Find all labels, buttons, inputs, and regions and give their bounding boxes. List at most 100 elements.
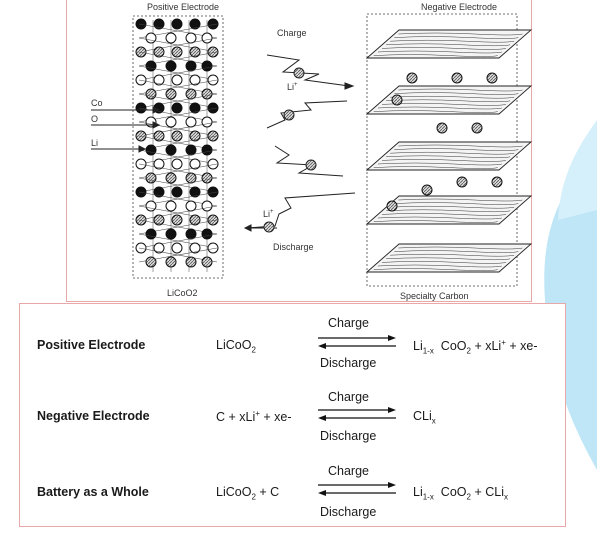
oxygen-atom bbox=[135, 242, 147, 254]
oxygen-atom bbox=[153, 74, 165, 86]
row-label-battery: Battery as a Whole bbox=[37, 485, 149, 499]
lithium-atom bbox=[135, 214, 147, 226]
oxygen-atom bbox=[171, 158, 183, 170]
lithium-atom bbox=[201, 88, 213, 100]
lithium-atom bbox=[145, 88, 157, 100]
lithium-atom bbox=[189, 214, 201, 226]
cobalt-atom bbox=[207, 186, 219, 198]
oxygen-atom bbox=[135, 158, 147, 170]
discharge-text-battery: Discharge bbox=[320, 505, 377, 519]
negative-electrode-title: Negative Electrode bbox=[421, 2, 498, 12]
cobalt-atom bbox=[135, 102, 147, 114]
cobalt-atom bbox=[201, 228, 213, 240]
oxygen-atom bbox=[201, 32, 213, 44]
equilibrium-arrows-negative bbox=[318, 407, 396, 421]
lithium-atom bbox=[135, 130, 147, 142]
oxygen-atom bbox=[165, 32, 177, 44]
specialty-carbon-label: Specialty Carbon bbox=[400, 291, 469, 301]
lithium-atom bbox=[207, 46, 219, 58]
cobalt-atom bbox=[153, 18, 165, 30]
oxygen-atom bbox=[185, 200, 197, 212]
lithium-atom bbox=[135, 46, 147, 58]
charge-text-positive: Charge bbox=[328, 316, 369, 330]
reaction-equations-panel: Positive Electrode LiCoO2 Charge Dischar… bbox=[19, 303, 566, 527]
intercalated-li-ion bbox=[386, 200, 398, 212]
cobalt-atom bbox=[153, 186, 165, 198]
lithium-atom bbox=[207, 130, 219, 142]
charge-text-battery: Charge bbox=[328, 464, 369, 478]
lithium-atom bbox=[201, 172, 213, 184]
oxygen-atom bbox=[185, 32, 197, 44]
cobalt-atom bbox=[171, 102, 183, 114]
cobalt-atom bbox=[171, 186, 183, 198]
lithium-atom bbox=[165, 88, 177, 100]
eq-right-battery: Li1-x CoO2 + CLix bbox=[413, 485, 508, 502]
lithium-atom bbox=[185, 256, 197, 268]
lithium-atom bbox=[185, 172, 197, 184]
lithium-atom bbox=[145, 256, 157, 268]
lithium-atom bbox=[165, 172, 177, 184]
intercalated-li-ion bbox=[436, 122, 448, 134]
eq-right-positive: Li1-x CoO2 + xLi+ + xe- bbox=[413, 338, 538, 356]
lithium-atom bbox=[153, 46, 165, 58]
oxygen-atom bbox=[207, 158, 219, 170]
lithium-atom bbox=[189, 130, 201, 142]
oxygen-atom bbox=[145, 32, 157, 44]
cobalt-atom bbox=[165, 60, 177, 72]
equilibrium-arrows-battery bbox=[318, 482, 396, 496]
cobalt-atom bbox=[185, 228, 197, 240]
intercalated-li-ion bbox=[486, 72, 498, 84]
battery-diagram-panel: Positive Electrode Negative Electrode Ch… bbox=[66, 0, 533, 302]
discharge-text-negative: Discharge bbox=[320, 429, 377, 443]
oxygen-atom bbox=[185, 116, 197, 128]
cobalt-atom bbox=[201, 144, 213, 156]
cobalt-atom bbox=[135, 18, 147, 30]
positive-electrode-title: Positive Electrode bbox=[147, 2, 220, 12]
licoo2-label: LiCoO2 bbox=[167, 288, 198, 298]
intercalated-li-ion bbox=[391, 94, 403, 106]
cobalt-atom bbox=[165, 228, 177, 240]
oxygen-atom bbox=[153, 158, 165, 170]
licoo2-crystal-structure bbox=[132, 15, 224, 279]
lithium-atom bbox=[153, 214, 165, 226]
cobalt-atom bbox=[201, 60, 213, 72]
co-label: Co bbox=[91, 98, 103, 108]
oxygen-atom bbox=[153, 242, 165, 254]
intercalated-li-ion bbox=[451, 72, 463, 84]
lithium-atom bbox=[185, 88, 197, 100]
oxygen-atom bbox=[207, 242, 219, 254]
oxygen-atom bbox=[165, 116, 177, 128]
lithium-atom bbox=[189, 46, 201, 58]
cobalt-atom bbox=[189, 102, 201, 114]
oxygen-atom bbox=[201, 200, 213, 212]
oxygen-atom bbox=[145, 200, 157, 212]
intercalated-li-ion bbox=[421, 184, 433, 196]
intercalated-li-ion bbox=[491, 176, 503, 188]
cobalt-atom bbox=[171, 18, 183, 30]
eq-left-battery: LiCoO2 + C bbox=[216, 485, 280, 502]
discharge-label: Discharge bbox=[273, 242, 314, 252]
atom-pointer-arrows bbox=[91, 106, 161, 153]
cobalt-atom bbox=[207, 102, 219, 114]
lithium-atom bbox=[201, 256, 213, 268]
lithium-atom bbox=[171, 46, 183, 58]
lithium-atom bbox=[171, 214, 183, 226]
cobalt-atom bbox=[145, 60, 157, 72]
intercalated-li-ion bbox=[471, 122, 483, 134]
lithium-atom bbox=[153, 130, 165, 142]
charge-label: Charge bbox=[277, 28, 307, 38]
migrating-li-ions bbox=[263, 67, 317, 233]
oxygen-atom bbox=[171, 242, 183, 254]
eq-left-positive: LiCoO2 bbox=[216, 338, 256, 355]
lithium-atom bbox=[145, 172, 157, 184]
cobalt-atom bbox=[207, 18, 219, 30]
lithium-atom bbox=[207, 214, 219, 226]
cobalt-atom bbox=[135, 186, 147, 198]
oxygen-atom bbox=[201, 116, 213, 128]
discharge-text-positive: Discharge bbox=[320, 356, 377, 370]
row-label-negative: Negative Electrode bbox=[37, 409, 150, 423]
lithium-atom bbox=[171, 130, 183, 142]
cobalt-atom bbox=[185, 60, 197, 72]
intercalated-li-ion bbox=[406, 72, 418, 84]
